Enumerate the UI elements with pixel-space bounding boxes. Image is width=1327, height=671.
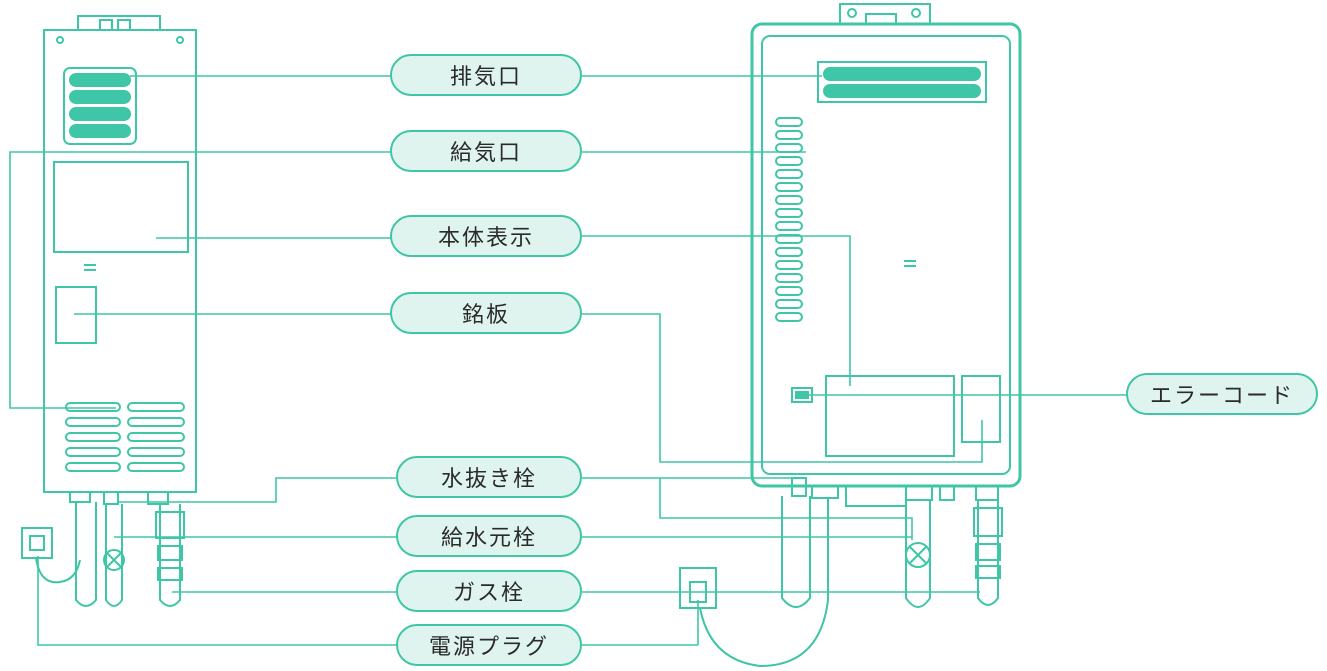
right-gas-fitting [973, 507, 1003, 537]
left-exhaust-slat [69, 90, 131, 104]
left-power-socket [21, 527, 53, 559]
left-power-plug [29, 535, 45, 551]
right-nameplate [961, 375, 1001, 443]
right-valve-cross [909, 546, 927, 564]
label-gas-valve: ガス栓 [396, 570, 582, 612]
left-fitting [69, 491, 91, 503]
right-fitting [811, 485, 839, 499]
right-exhaust-grille [817, 61, 987, 103]
left-exhaust-slat [69, 73, 131, 87]
left-exhaust-slat [69, 124, 131, 138]
right-fitting [939, 485, 955, 501]
right-gas-valve [975, 543, 1001, 561]
label-exhaust: 排気口 [390, 54, 582, 96]
label-drain-plug: 水抜き栓 [396, 456, 582, 498]
right-water-valve-handle [905, 542, 931, 568]
screw [911, 8, 921, 18]
right-gas-valve [975, 565, 1001, 579]
right-intake-vents [775, 117, 803, 322]
left-pipe-hot [75, 502, 97, 607]
left-gas-valve [157, 545, 183, 561]
label-water-valve: 給水元栓 [396, 515, 582, 557]
label-intake: 給気口 [390, 130, 582, 172]
left-bracket-slot [99, 19, 113, 31]
left-pipe-water [105, 504, 123, 607]
right-exhaust-slat [823, 67, 981, 81]
left-gas-fitting [155, 511, 185, 539]
left-water-valve-handle [103, 549, 125, 571]
left-exhaust-grille [63, 67, 137, 145]
left-gas-valve [157, 567, 183, 581]
left-power-cord [35, 557, 81, 584]
left-pipe-gas [159, 504, 181, 607]
right-display-panel [825, 375, 955, 457]
label-nameplate: 銘板 [390, 292, 582, 334]
right-unit [679, 3, 1022, 668]
right-unit-inner-panel [761, 35, 1011, 475]
screw [56, 36, 64, 44]
leader-lines [9, 75, 1127, 646]
right-power-cord [699, 498, 829, 668]
screw [847, 8, 857, 18]
right-pipe-gas [977, 500, 999, 606]
left-bracket-slot [117, 19, 131, 31]
left-unit [21, 15, 197, 607]
screw [176, 36, 184, 44]
left-fitting [147, 491, 169, 505]
right-exhaust-slat [823, 84, 981, 98]
left-fitting [103, 491, 119, 505]
right-fitting [905, 485, 933, 501]
label-display: 本体表示 [390, 215, 582, 257]
left-valve-cross [106, 552, 122, 568]
right-pipe-hot [781, 496, 811, 608]
left-exhaust-slat [69, 107, 131, 121]
right-pipe-water [905, 500, 931, 608]
label-power-plug: 電源プラグ [396, 624, 582, 666]
left-display-panel [53, 161, 189, 253]
label-error-code: エラーコード [1126, 373, 1318, 415]
right-drain-plug [791, 477, 807, 497]
right-bottom-bracket [845, 485, 907, 507]
left-nameplate [55, 286, 97, 344]
left-intake-vents [65, 402, 185, 472]
right-fitting [975, 485, 999, 501]
